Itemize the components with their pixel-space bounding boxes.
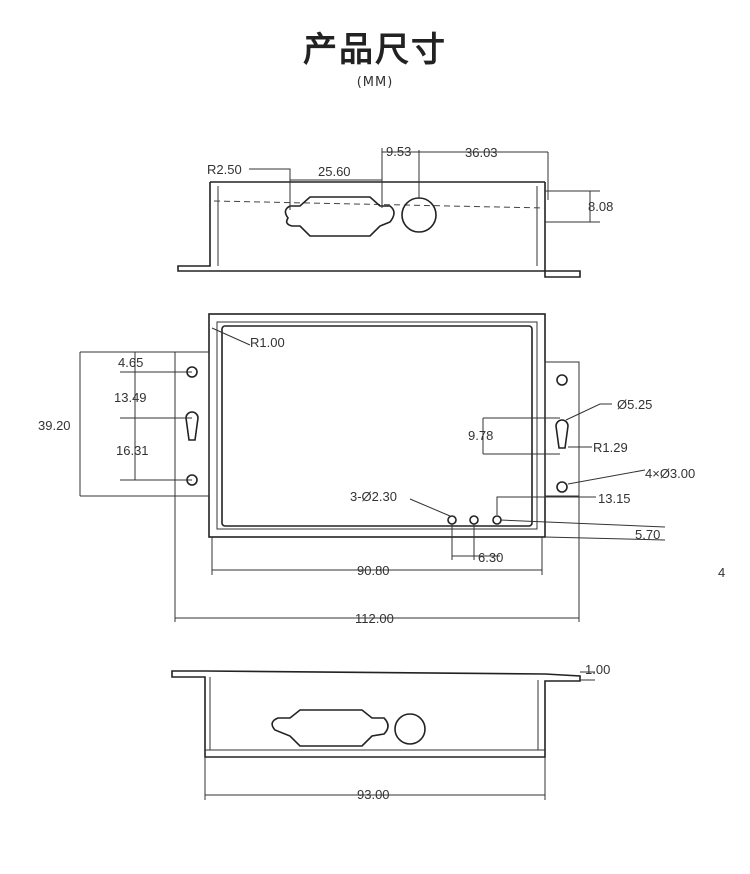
dim-total-width: 112.00 (355, 611, 394, 626)
dim-keyhole-dia: Ø5.25 (617, 397, 652, 412)
dim-top-hole: 4.65 (118, 355, 143, 370)
dim-thickness: 1.00 (585, 662, 610, 677)
dim-mid-spacing: 13.49 (114, 390, 147, 405)
dim-led-spacing: 6.30 (478, 550, 503, 565)
dim-led-height: 5.70 (635, 527, 660, 542)
unit-label: (MM) (356, 75, 394, 90)
dim-total-height: 39.20 (38, 418, 71, 433)
bottom-view: 1.00 93.00 (171, 662, 610, 802)
dim-keyhole-span: 9.78 (468, 428, 493, 443)
dim-height: 8.08 (588, 199, 613, 214)
dim-keyhole-radius: R1.29 (593, 440, 628, 455)
dim-port-width: 25.60 (318, 164, 351, 179)
dim-width: 93.00 (357, 787, 390, 802)
side-mark: 4 (718, 565, 725, 580)
dim-r-corner: R2.50 (207, 162, 242, 177)
dim-inner-radius: R1.00 (250, 335, 285, 350)
top-view: R2.50 25.60 9.53 36.03 8.08 (177, 144, 613, 278)
dim-led-holes: 3-Ø2.30 (350, 489, 397, 504)
dim-led-offset: 13.15 (598, 491, 631, 506)
page-title: 产品尺寸 (303, 30, 447, 70)
front-view: R1.00 4.65 13.49 39.20 16.31 Ø5.25 9.78 … (38, 313, 695, 626)
dim-mount-holes: 4×Ø3.00 (645, 466, 695, 481)
dim-low-spacing: 16.31 (116, 443, 149, 458)
dim-inner-width: 90.80 (357, 563, 390, 578)
dim-offset: 9.53 (386, 144, 411, 159)
dim-hole-offset: 36.03 (465, 145, 498, 160)
